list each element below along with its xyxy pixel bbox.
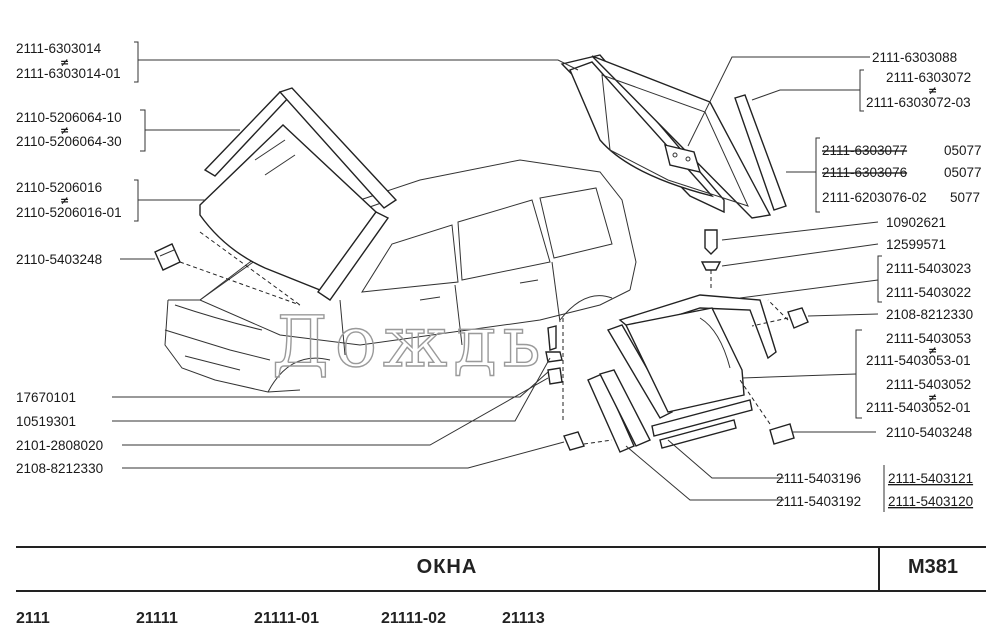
part-label: 2111-6303088	[872, 50, 957, 65]
section-title: ОКНА	[416, 556, 478, 578]
part-label: 2111-5403053	[886, 331, 971, 346]
part-label: 2111-5403052	[886, 377, 971, 392]
part-label: 2111-5403192	[776, 494, 861, 509]
part-label: 2111-6303014	[16, 41, 102, 56]
not-equal-symbol: ≠	[60, 124, 69, 137]
part-label: 2111-6303076	[822, 165, 907, 180]
part-label: 2111-5403121	[888, 471, 973, 486]
part-label: 2108-8212330	[16, 461, 103, 476]
not-equal-symbol: ≠	[60, 56, 69, 69]
part-label: 2111-5403022	[886, 285, 971, 300]
leader-lines	[112, 41, 885, 512]
part-label: 2108-8212330	[886, 307, 973, 322]
parts-diagram: Дождь 2111-6303014 ≠ 2111-6303014-01 211…	[16, 41, 982, 512]
not-equal-symbol: ≠	[60, 194, 69, 207]
section-code: M381	[907, 556, 959, 578]
part-label: 2110-5403248	[886, 425, 972, 440]
model-code: 21111-01	[254, 610, 319, 627]
part-label: 2111-5403052-01	[866, 400, 971, 415]
rear-quarter-window-drawing	[560, 54, 787, 219]
part-label: 2111-6303072-03	[866, 95, 971, 110]
part-label: 2111-5403023	[886, 261, 971, 276]
model-code: 2111	[16, 610, 50, 627]
part-label: 2111-6303072	[886, 70, 971, 85]
model-code: 21111	[136, 610, 178, 627]
not-equal-symbol: ≠	[928, 391, 937, 404]
not-equal-symbol: ≠	[928, 84, 937, 97]
not-equal-symbol: ≠	[928, 344, 937, 357]
part-label: 2111-6303014-01	[16, 66, 121, 81]
part-label: 2110-5206016	[16, 180, 102, 195]
part-label: 12599571	[886, 237, 946, 252]
part-label: 2110-5206016-01	[16, 205, 122, 220]
model-code: 21113	[502, 610, 545, 627]
rear-door-window-drawing	[545, 229, 809, 453]
windshield-drawing	[199, 87, 398, 301]
part-label: 10519301	[16, 414, 76, 429]
part-label: 2111-6203076-02	[822, 190, 927, 205]
part-label: 5077	[950, 190, 980, 205]
part-label: 2111-5403196	[776, 471, 861, 486]
part-label: 2111-5403053-01	[866, 353, 971, 368]
part-label: 05077	[944, 165, 982, 180]
part-label: 05077	[944, 143, 982, 158]
part-label: 2110-5206064-30	[16, 134, 122, 149]
part-label: 17670101	[16, 390, 76, 405]
clip-left-drawing	[154, 231, 301, 306]
title-divider	[878, 546, 880, 592]
model-code: 21111-02	[381, 610, 446, 627]
part-label: 2110-5206064-10	[16, 110, 122, 125]
watermark-text: Дождь	[272, 301, 547, 383]
part-label: 2110-5403248	[16, 252, 102, 267]
part-label: 2101-2808020	[16, 438, 103, 453]
part-label: 2111-6303077	[822, 143, 907, 158]
part-label: 2111-5403120	[888, 494, 973, 509]
title-band	[16, 546, 986, 592]
car-body-drawing	[164, 159, 637, 393]
part-label: 10902621	[886, 215, 946, 230]
